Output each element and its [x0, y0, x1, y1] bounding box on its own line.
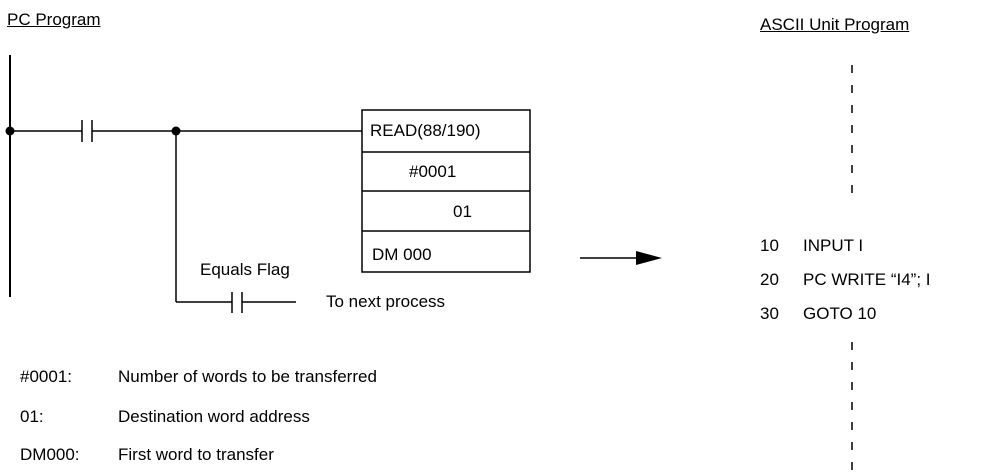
legend-desc-words: Number of words to be transferred [118, 367, 377, 386]
transfer-arrow-head [636, 251, 662, 265]
ascii-program-title: ASCII Unit Program [760, 15, 910, 34]
instruction-dest: 01 [453, 202, 472, 221]
junction-dot-rail [5, 126, 15, 136]
legend-desc-first: First word to transfer [118, 445, 274, 464]
basic-line-code: PC WRITE “I4”; I [803, 270, 931, 289]
equals-flag-label: Equals Flag [200, 260, 290, 279]
basic-line-code: INPUT I [803, 236, 864, 255]
pc-program-title: PC Program [7, 10, 101, 29]
legend-desc-dest: Destination word address [118, 407, 310, 426]
instruction-first-word: DM 000 [372, 245, 432, 264]
instruction-words: #0001 [409, 162, 457, 181]
basic-line-code: GOTO 10 [803, 304, 877, 323]
next-process-label: To next process [326, 292, 446, 311]
basic-line-number: 10 [760, 236, 779, 255]
legend-key-first: DM000: [20, 445, 80, 464]
basic-line-number: 20 [760, 270, 779, 289]
instruction-read: READ(88/190) [370, 121, 481, 140]
legend-key-words: #0001: [20, 367, 72, 386]
legend-key-dest: 01: [20, 407, 44, 426]
basic-line-number: 30 [760, 304, 779, 323]
